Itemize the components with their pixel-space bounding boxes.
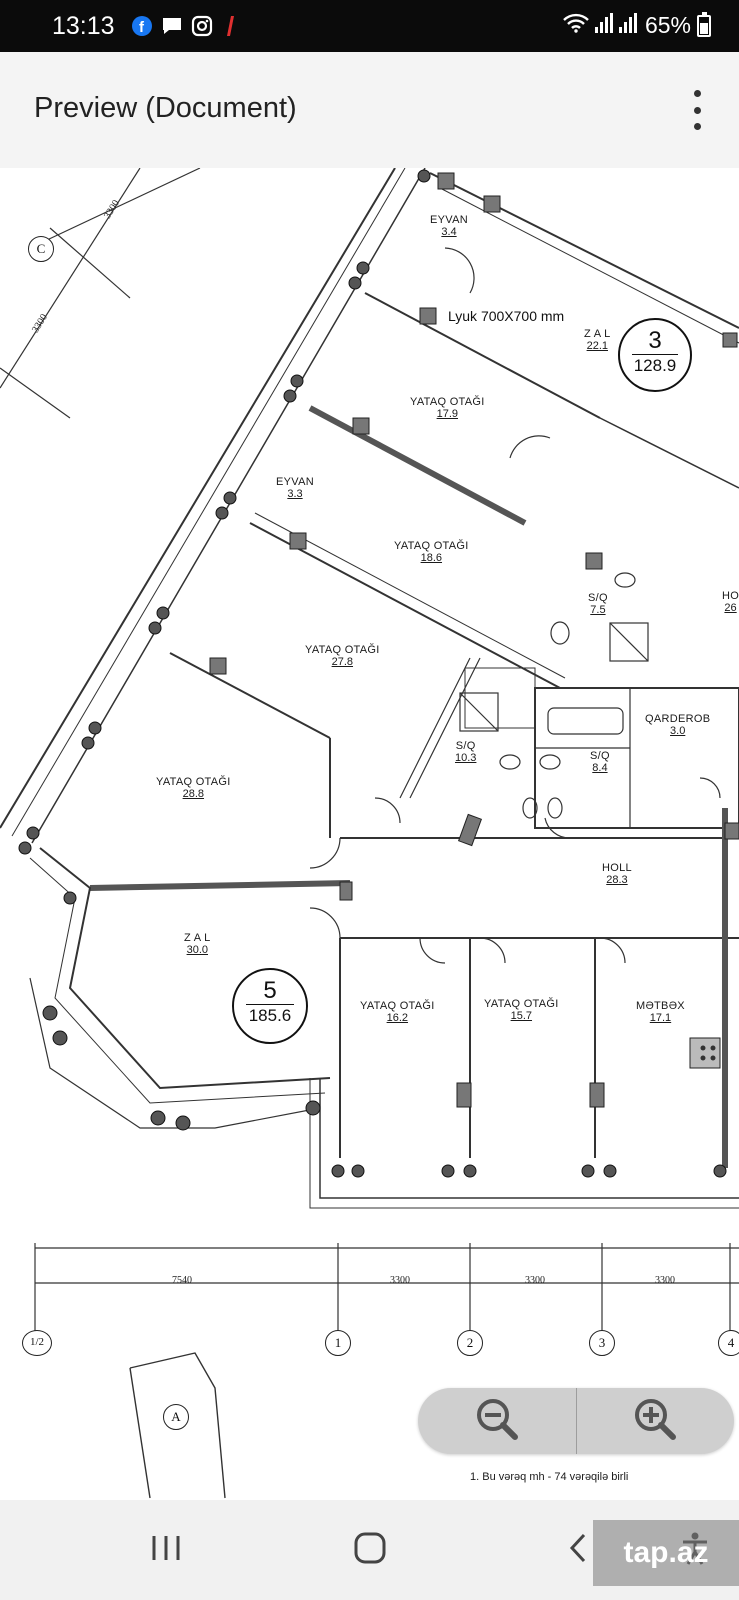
document-preview[interactable]: C 1/2 1 2 3 4 A 3300 3300 7540 3300 3300… [0, 168, 739, 1500]
status-time: 13:13 [52, 12, 115, 40]
signal-icon [594, 12, 639, 39]
back-button[interactable] [548, 1528, 608, 1572]
zoom-out-icon [473, 1395, 521, 1448]
facebook-icon: f [130, 14, 154, 38]
axis-label: 1/2 [22, 1330, 52, 1356]
instagram-icon [190, 14, 214, 38]
dimension-label: 3300 [655, 1275, 675, 1286]
home-icon [353, 1531, 387, 1570]
app-alert-icon [222, 14, 238, 38]
axis-label: 2 [457, 1330, 483, 1356]
battery-percent: 65% [644, 12, 691, 38]
status-bar: 13:13 f 65% [0, 0, 739, 52]
zoom-in-button[interactable] [575, 1388, 735, 1454]
app-bar: Preview (Document) [0, 52, 739, 168]
chat-icon [160, 14, 184, 38]
floor-plan-drawing [0, 168, 739, 1499]
page-title: Preview (Document) [34, 92, 297, 124]
zoom-in-icon [631, 1395, 679, 1448]
recent-apps-icon [149, 1533, 183, 1568]
zoom-controls [418, 1388, 734, 1454]
svg-text:f: f [139, 19, 145, 36]
axis-label: 3 [589, 1330, 615, 1356]
axis-label: 1 [325, 1330, 351, 1356]
battery-icon [697, 11, 711, 37]
home-button[interactable] [340, 1528, 400, 1572]
dimension-label: 3300 [390, 1275, 410, 1286]
footer-note: 1. Bu vərəq mh - 74 vərəqilə birli [470, 1471, 629, 1483]
wifi-icon [563, 12, 589, 39]
axis-label: A [163, 1404, 189, 1430]
apartment-badge: 5 185.6 [232, 968, 308, 1044]
axis-label: 4 [718, 1330, 739, 1356]
back-icon [566, 1531, 590, 1570]
more-vert-icon[interactable] [685, 90, 709, 130]
dimension-label: 3300 [525, 1275, 545, 1286]
recent-apps-button[interactable] [136, 1528, 196, 1572]
dimension-label: 7540 [172, 1275, 192, 1286]
status-right: 65% [563, 11, 711, 39]
hatch-note: Lyuk 700X700 mm [448, 308, 565, 324]
axis-label: C [28, 236, 54, 262]
watermark: tap.az [593, 1520, 739, 1586]
zoom-out-button[interactable] [418, 1388, 576, 1454]
apartment-badge: 3 128.9 [618, 318, 692, 392]
